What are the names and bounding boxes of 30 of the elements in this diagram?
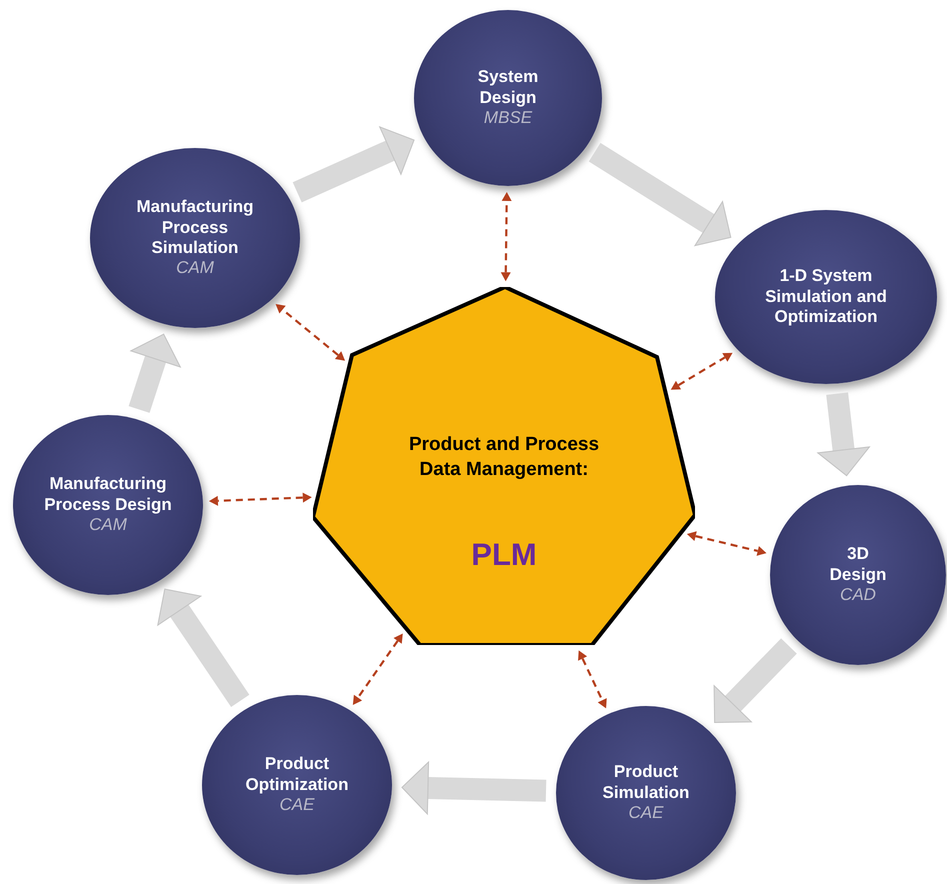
node-title: 3D Design	[828, 544, 888, 586]
block-arrow	[401, 762, 546, 814]
block-arrow	[588, 142, 732, 246]
node-title: System Design	[476, 67, 540, 108]
dashed-arrow	[686, 531, 766, 556]
block-arrow	[714, 638, 797, 723]
dashed-arrow	[352, 633, 403, 706]
block-arrow	[292, 126, 415, 202]
dashed-arrow	[276, 304, 346, 361]
node-subtitle: CAM	[176, 258, 214, 279]
block-arrow	[128, 334, 181, 413]
heptagon	[313, 287, 695, 645]
block-arrow	[157, 588, 250, 708]
node-subtitle: MBSE	[484, 108, 532, 129]
node-title: 1-D System Simulation and Optimization	[764, 266, 888, 328]
node-subtitle: CAM	[89, 515, 127, 536]
node-subtitle: CAE	[628, 803, 664, 824]
node-title: Manufacturing Process Design	[43, 474, 173, 516]
node-title: Manufacturing Process Simulation	[135, 197, 255, 258]
node-title: Product Optimization	[244, 754, 350, 796]
node-title: Product Simulation	[602, 762, 690, 804]
dashed-arrow	[578, 650, 607, 708]
plm-label: PLM	[470, 536, 538, 574]
heading-text: Product and Process Data Management:	[408, 433, 600, 482]
node-subtitle: CAD	[840, 585, 876, 606]
dashed-arrow	[208, 492, 312, 506]
block-arrow	[817, 392, 870, 476]
dashed-arrow	[670, 352, 733, 390]
node-subtitle: CAE	[280, 795, 314, 816]
dashed-arrow	[500, 192, 512, 282]
